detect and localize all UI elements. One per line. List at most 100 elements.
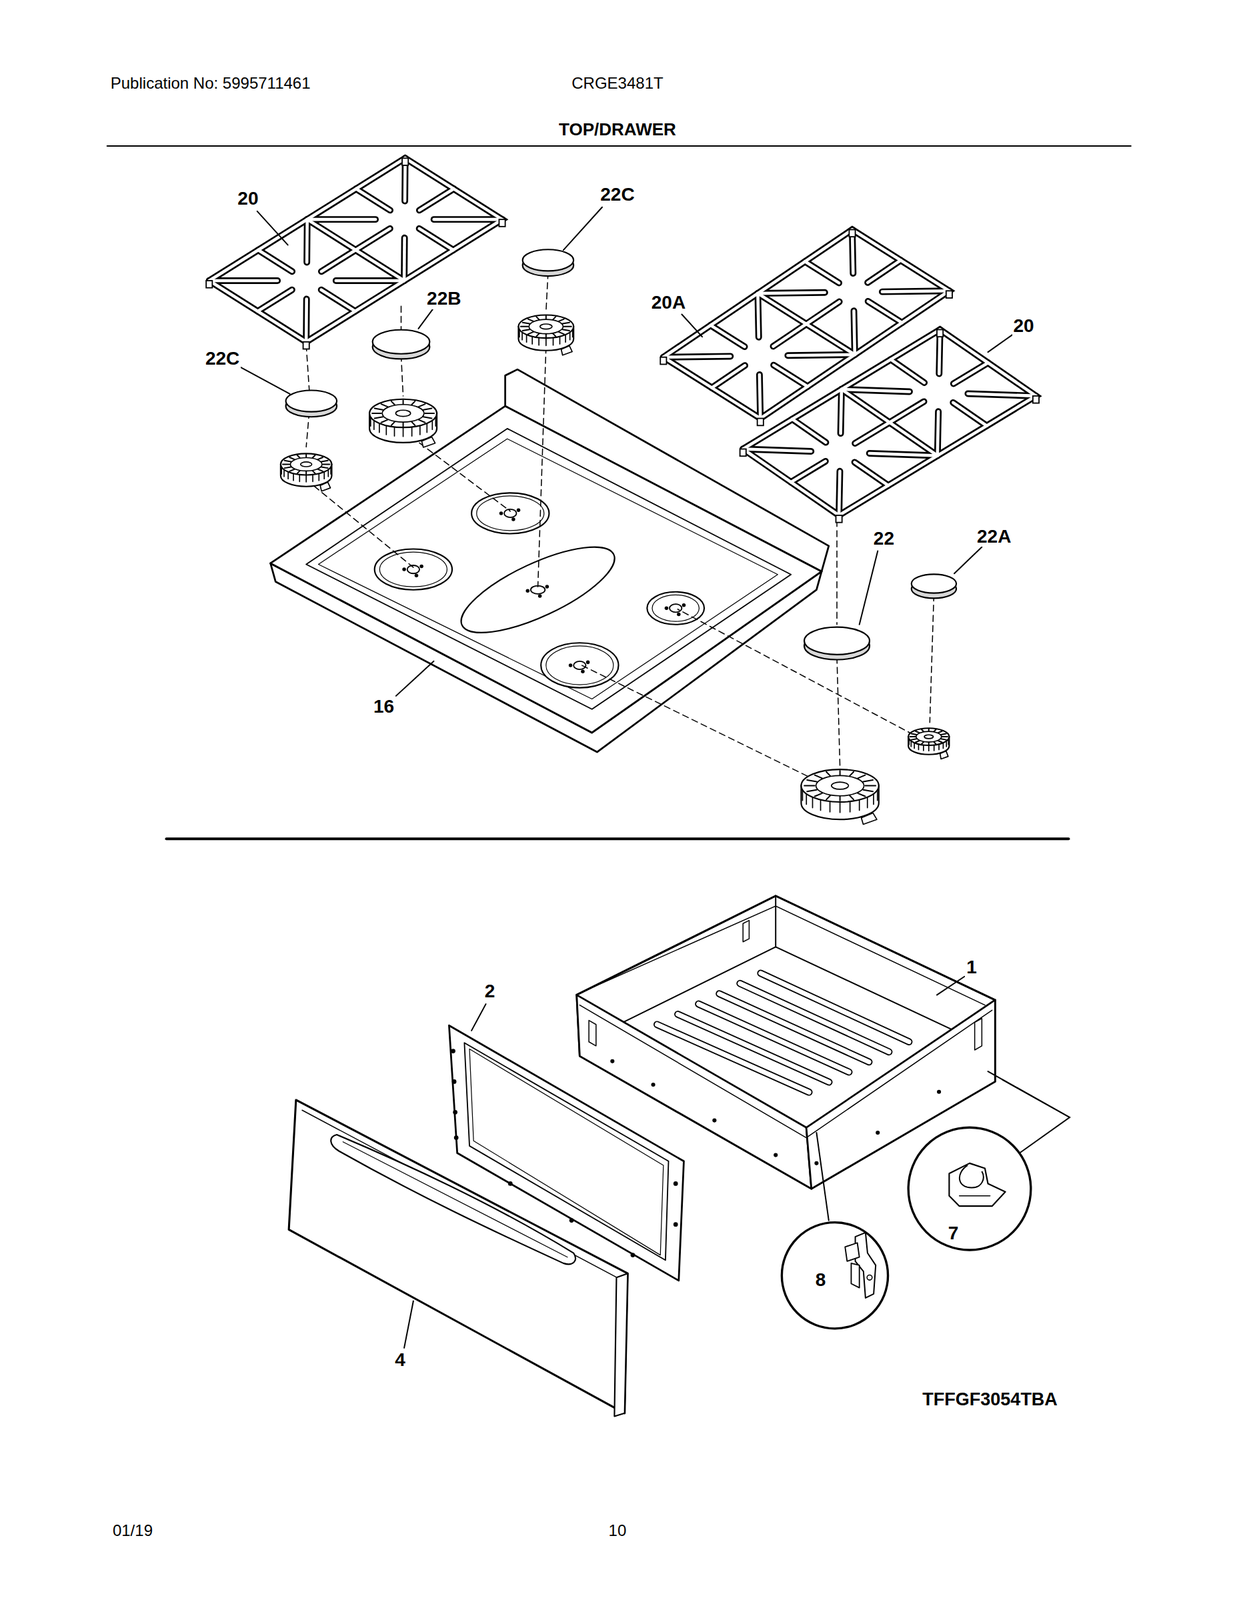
grate-bar-outline — [307, 216, 376, 223]
burner-port — [402, 427, 405, 437]
callout-number: 2 — [483, 981, 497, 1003]
grate-bar-outline — [757, 292, 825, 294]
burner-opening — [471, 492, 549, 534]
grate-bar-outline — [336, 277, 405, 285]
burner-slot — [558, 319, 565, 322]
igniter-tab — [861, 812, 877, 825]
grate-foot — [1032, 396, 1039, 404]
grate — [740, 329, 1039, 523]
grate-bar-outline — [841, 389, 910, 392]
grate-bar-outline — [967, 393, 1036, 396]
drawer-front — [288, 1100, 628, 1417]
illustration-code: TFFGF3054TBA — [920, 1390, 1059, 1411]
dashed-assembly-line — [677, 609, 914, 735]
leader-line — [954, 546, 982, 574]
burner-slot — [938, 740, 943, 743]
burner-slot — [806, 780, 817, 783]
burner-port — [318, 473, 320, 481]
orifice — [504, 509, 517, 518]
drawer-slot — [588, 1020, 597, 1047]
burner-slot — [381, 420, 389, 423]
burner-slot — [321, 460, 329, 463]
callout-number: 20 — [236, 188, 260, 210]
callout-number: 1 — [964, 957, 979, 979]
drawer-rim — [579, 1005, 992, 1139]
grate-bar — [854, 462, 889, 486]
grate-bar-outline — [868, 301, 903, 323]
screw-dot — [526, 588, 531, 593]
leader-line — [816, 1132, 829, 1221]
callout-number: 22B — [425, 288, 463, 310]
burner-slot — [928, 728, 930, 731]
grate-bar — [307, 219, 405, 281]
grate-bar — [853, 310, 855, 355]
cap-top — [372, 330, 431, 355]
burner-slot — [391, 401, 395, 405]
handle-shadow — [342, 1142, 568, 1258]
grate-bar-outline — [321, 250, 356, 272]
drawer-hole — [773, 1153, 778, 1158]
grate-bar-outline — [419, 188, 454, 211]
burner-ring — [528, 319, 563, 335]
grate-bar-outline — [853, 310, 855, 355]
grate-bar — [854, 422, 890, 444]
drawer-clip — [948, 1163, 1005, 1207]
floor-rib — [760, 973, 909, 1043]
grate-foot — [740, 448, 747, 457]
burner-port — [849, 801, 851, 813]
drawer-front-panel — [288, 1100, 628, 1414]
grate-bar-outline — [307, 219, 405, 281]
burner-port — [385, 425, 387, 435]
burner-slot — [522, 322, 530, 325]
burner-port — [531, 336, 533, 345]
detail-callouts — [781, 1071, 1070, 1330]
grate-bar-outline — [400, 238, 408, 281]
drawer-top-flange — [586, 906, 985, 1005]
grate-bar-outline — [258, 250, 293, 272]
grate-bar-outline — [355, 228, 390, 251]
grate-bar — [710, 325, 745, 347]
burner-slot — [826, 795, 831, 800]
burner-slot — [411, 422, 415, 426]
burner-slot — [915, 740, 920, 743]
drawer-front-edge — [302, 1110, 625, 1282]
cap-top — [522, 249, 575, 271]
floor-rib — [719, 994, 869, 1063]
cooktop-recess — [306, 428, 791, 710]
grate-bar — [967, 393, 1036, 396]
burner-opening — [374, 548, 453, 590]
burner-slot — [402, 400, 405, 405]
burner-slot — [545, 334, 547, 338]
dashed-assembly-line — [306, 344, 310, 390]
grate-bar-outline — [787, 354, 855, 356]
burner-slot — [839, 770, 841, 776]
grate-foot — [836, 515, 843, 523]
grate-bar-outline — [804, 261, 839, 283]
bracket-tab — [844, 1243, 859, 1262]
burner-top — [369, 399, 437, 428]
grate-bar — [209, 279, 278, 283]
grate-bar-outline — [257, 290, 292, 312]
orifice — [669, 604, 682, 613]
grate-bar — [890, 359, 925, 383]
burner-opening — [540, 642, 619, 688]
igniter-tab — [421, 436, 435, 448]
grate-bar — [757, 293, 855, 355]
burner-slot — [312, 470, 316, 474]
floor-rib — [740, 983, 889, 1053]
grate-bar — [419, 228, 454, 251]
burner-port — [564, 334, 567, 343]
grate-bar — [804, 261, 839, 283]
rivet — [866, 1275, 873, 1281]
burner-slot — [391, 422, 395, 426]
burner-slot — [374, 416, 384, 419]
grate-bar-outline — [742, 329, 1036, 516]
dashed-assembly-line — [403, 430, 511, 512]
leader-line — [936, 976, 965, 996]
grate-bar-outline — [710, 325, 745, 347]
burner-slot — [826, 772, 831, 777]
burner-top — [800, 769, 879, 803]
section-title: TOP/DRAWER — [557, 120, 678, 140]
grate-foot — [946, 290, 953, 299]
